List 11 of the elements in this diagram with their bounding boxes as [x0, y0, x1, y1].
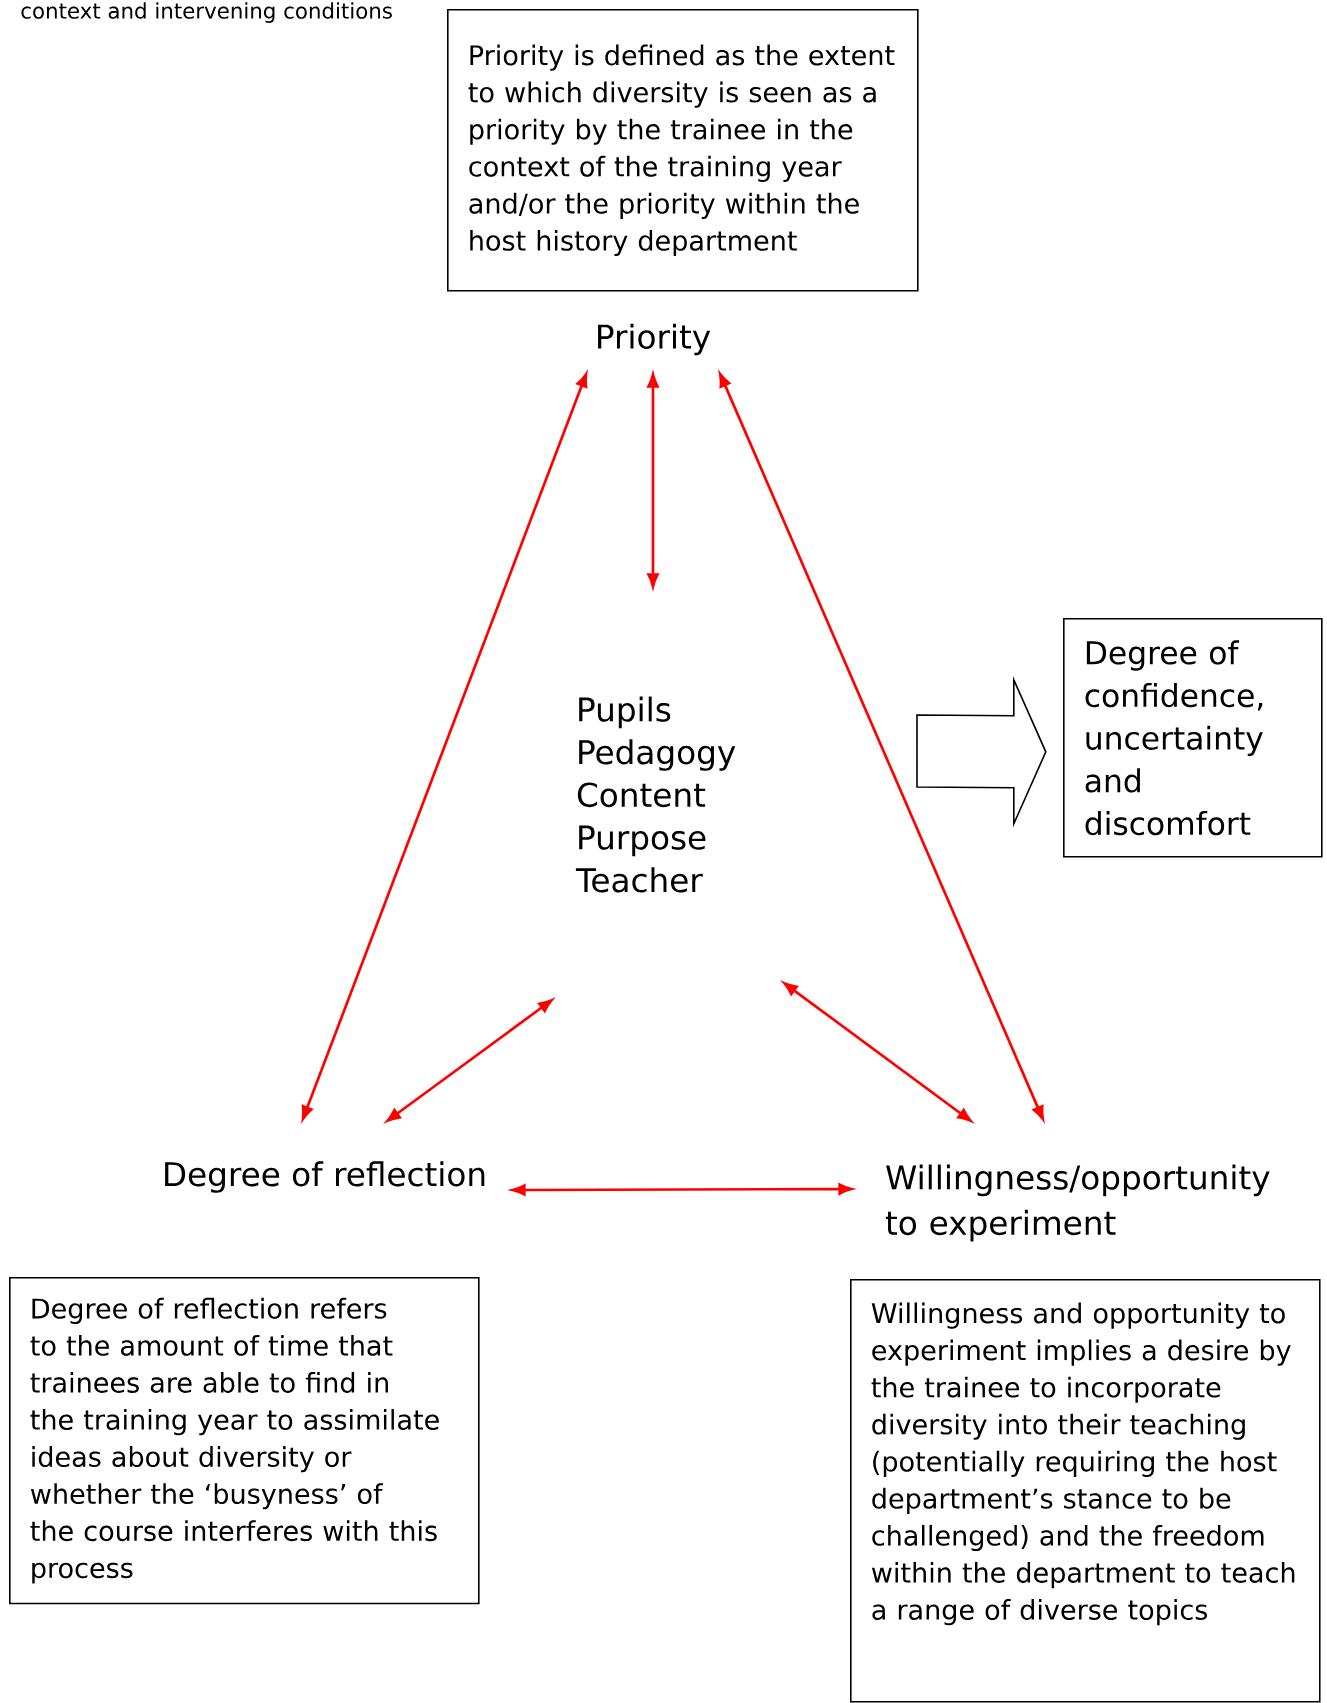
description-box: Priority is defined as the extent to which diversity is seen as a priority by the trainee in the context of the training year and/or the priority within the host history department	[447, 9, 919, 292]
description-box: Willingness and opportunity to experiment implies a desire by the trainee to incorporate diversity into their teaching (potentially requiring the host department’s stance to be challenged) and the freedom within the department to teach a range of diverse topics	[850, 1279, 1321, 1703]
description-box: Degree of reflection refers to the amount of time that trainees are able to find in the training year to assimilate ideas about diversity or whether the ‘busyness’ of the course interferes with this process	[9, 1277, 480, 1605]
concept-label: Priority	[598, 323, 711, 356]
concept-label: Degree of reflection	[165, 1161, 485, 1193]
arrow	[718, 372, 1045, 1121]
heading-text: context and intervening conditions	[21, 2, 392, 23]
concept-label: Pupils Pedagogy Content Purpose Teacher	[556, 592, 800, 997]
description-box: Degree of confidence, uncertainty and discomfort	[1063, 618, 1323, 858]
block-arrow	[916, 676, 1047, 828]
concept-label: Willingness/opportunity to experiment	[885, 1164, 1270, 1242]
